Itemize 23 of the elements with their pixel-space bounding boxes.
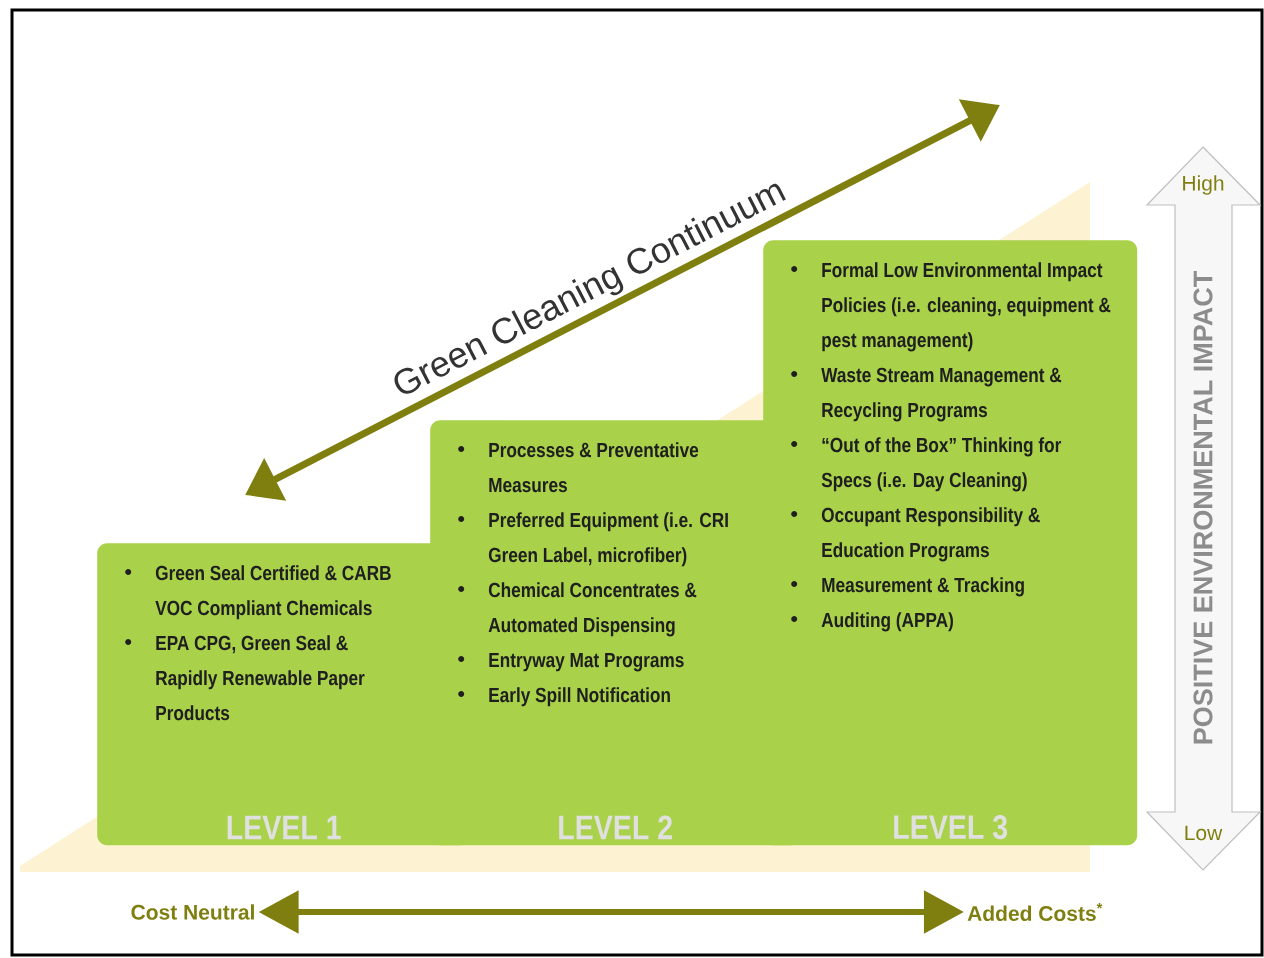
- scale-title: POSITIVE ENVIRONMENTAL IMPACT: [1193, 271, 1213, 744]
- node-label: Green Seal Certified & CARB VOC Compliant Chemicals: [155, 565, 391, 620]
- node-label: LEVEL 2: [559, 815, 672, 840]
- level-box: Processes & Preventative Measures Preferred Equipment (i.e. CRI Green Label, microfiber) Chemical Concentrates & Automated Dispensing Entryway Mat Programs Early Spill Notification LEVEL 2: [430, 420, 801, 846]
- node-label: Measurement & Tracking: [822, 577, 1024, 597]
- node-label: LEVEL 1: [227, 815, 341, 840]
- node-label: Formal Low Environmental Impact Policies (i.e. cleaning, equipment & pest management): [822, 262, 1111, 352]
- scale-label: Low: [1185, 825, 1223, 841]
- axis-label: Cost Neutral: [131, 904, 254, 920]
- node-label: “Out of the Box” Thinking for Specs (i.e. Day Cleaning): [821, 437, 1062, 492]
- node-label: Processes & Preventative Measures: [489, 442, 699, 493]
- node-label: Waste Stream Management & Recycling Programs: [821, 367, 1062, 422]
- scale-label: High: [1183, 175, 1224, 195]
- level-box: Formal Low Environmental Impact Policies (i.e. cleaning, equipment & pest management) Waste Stream Management & Recycling Programs “Out of the Box” Thinking for Specs (i.e. Day Cleaning) Occupant Responsibility & Education Programs Measurement & Tracking Auditing (APPA) LEVEL 3: [763, 240, 1138, 846]
- node-label: Entryway Mat Programs: [489, 652, 684, 672]
- node-label: Chemical Concentrates & Automated Dispensing: [488, 582, 697, 637]
- node-label: EPA CPG, Green Seal & Rapidly Renewable Paper Products: [156, 635, 365, 721]
- node-label: Preferred Equipment (i.e. CRI Green Label, microfiber): [488, 512, 728, 567]
- axis-label: Added Costs$^{*}$: [967, 903, 1103, 921]
- node-label: Auditing (APPA): [821, 612, 953, 632]
- node-label: Early Spill Notification: [489, 687, 670, 707]
- node-label: Occupant Responsibility & Education Programs: [821, 507, 1040, 562]
- node-label: LEVEL 3: [894, 815, 1008, 840]
